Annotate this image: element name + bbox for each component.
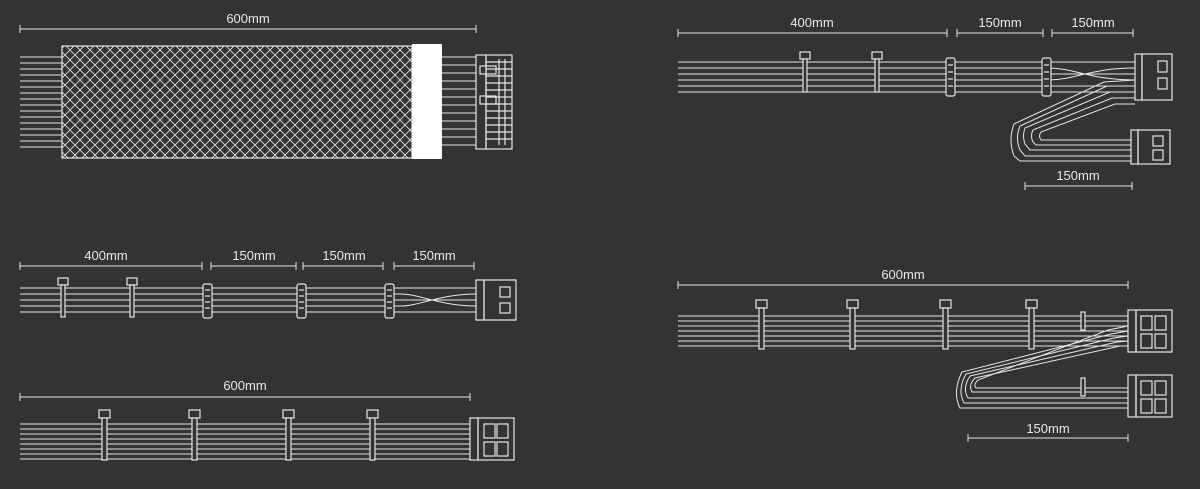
cpu8-connector [469, 417, 515, 461]
sata-connector [475, 279, 517, 321]
pcie-sleeve-clip-1 [945, 57, 956, 97]
cpu-dual-cable: 600mm 150mm [677, 267, 1173, 442]
pcie-wires [678, 61, 1136, 162]
sata-segment-3-label: 150mm [322, 248, 365, 263]
cpu-dual-cable-tie-2 [846, 299, 859, 350]
pcie-cable-tie-1 [799, 51, 811, 93]
sata-cable-tie-1 [57, 277, 69, 318]
cpu-dual-dimensions [677, 281, 1129, 442]
sata-segment-1-label: 400mm [84, 248, 127, 263]
pcie-connector-1 [1134, 53, 1173, 101]
pcie-segment-2-label: 150mm [978, 15, 1021, 30]
atx-braided-sleeve [61, 45, 413, 159]
sata-dimensions [19, 262, 475, 270]
atx-dimension: 600mm [19, 11, 477, 33]
cpu-dual-latch-pin-2 [1080, 377, 1086, 397]
cpu8-cable-tie-2 [188, 409, 201, 461]
sata-sleeve-clip-3 [384, 283, 395, 319]
cpu-dual-cable-tie-1 [755, 299, 768, 350]
cpu8-cable-tie-4 [366, 409, 379, 461]
cpu-dual-connector-2 [1127, 374, 1173, 418]
cpu-dual-branch-label: 150mm [1026, 421, 1069, 436]
cpu-dual-wires [678, 315, 1129, 409]
cpu-dual-cable-tie-4 [1025, 299, 1038, 350]
cpu8-dimension [19, 393, 471, 401]
pcie-connector-2 [1130, 129, 1171, 165]
pcie-sleeve-clip-2 [1041, 57, 1052, 97]
pcie-dual-cable: 400mm 150mm 150mm 150mm [677, 15, 1173, 190]
pcie-branch-label: 150mm [1056, 168, 1099, 183]
pcie-segment-1-label: 400mm [790, 15, 833, 30]
atx-length-label: 600mm [226, 11, 269, 26]
sata-segment-4-label: 150mm [412, 248, 455, 263]
sata-segment-2-label: 150mm [232, 248, 275, 263]
pcie-dimensions [677, 29, 1134, 190]
sata-quad-cable: 400mm 150mm 150mm 150mm [19, 248, 517, 321]
cpu8-wires [20, 423, 470, 460]
cpu-dual-length-label: 600mm [881, 267, 924, 282]
sata-wires [20, 287, 477, 313]
cpu8-cable-tie-3 [282, 409, 295, 461]
cpu-8pin-cable: 600mm [19, 378, 515, 461]
atx-24pin-connector [475, 54, 513, 150]
pcie-cable-tie-2 [871, 51, 883, 93]
pcie-segment-3-label: 150mm [1071, 15, 1114, 30]
cpu8-length-label: 600mm [223, 378, 266, 393]
sata-sleeve-clip-1 [202, 283, 213, 319]
sata-sleeve-clip-2 [296, 283, 307, 319]
sata-cable-tie-2 [126, 277, 138, 318]
atx-24pin-cable: 600mm [19, 11, 513, 159]
atx-heat-shrink [412, 44, 442, 159]
cpu8-cable-tie-1 [98, 409, 111, 461]
cpu-dual-connector-1 [1127, 309, 1173, 353]
cpu-dual-cable-tie-3 [939, 299, 952, 350]
atx-wires [20, 56, 476, 148]
cpu-dual-latch-pin-1 [1080, 311, 1086, 331]
